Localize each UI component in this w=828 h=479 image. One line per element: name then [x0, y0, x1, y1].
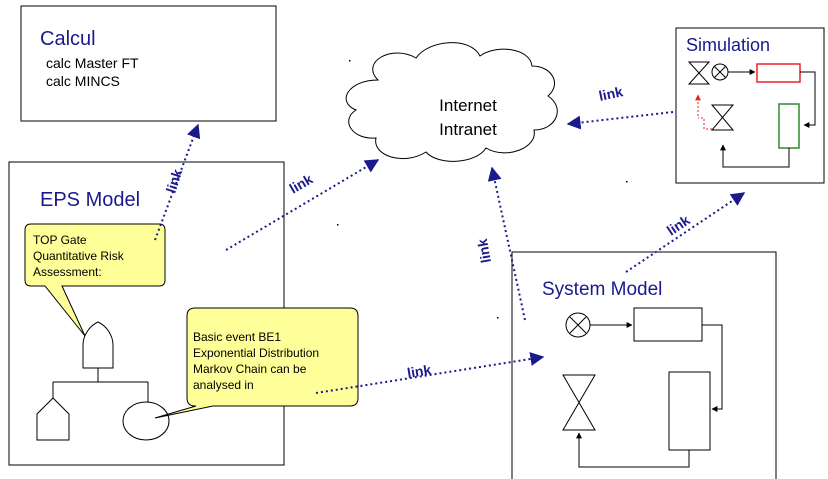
- link-arrow-basic-system: [315, 352, 545, 394]
- top-callout-line-2: Quantitative Risk: [33, 249, 125, 263]
- eps-model-title: EPS Model: [40, 189, 140, 211]
- basic-callout-line-3: Markov Chain can be: [193, 362, 307, 376]
- calcul-line-2: calc MINCS: [46, 73, 120, 89]
- system-model-title: System Model: [542, 279, 662, 300]
- top-gate-callout: [24, 223, 166, 337]
- link-arrows: [154, 111, 746, 394]
- link-arrow-simulation-cloud: [566, 111, 674, 130]
- sim-green-block: [778, 103, 800, 149]
- simulation-title: Simulation: [686, 35, 770, 55]
- basic-callout-line-1: Basic event BE1: [193, 330, 281, 344]
- transfer-gate-shape: [36, 397, 70, 441]
- sim-valve-icon: [687, 61, 711, 85]
- calcul-line-1: calc Master FT: [46, 55, 139, 71]
- link-label-basic-system: link: [406, 361, 433, 381]
- sim-red-block: [756, 63, 801, 83]
- sys-block-top: [633, 307, 703, 342]
- sys-pump-icon: [565, 312, 591, 338]
- top-callout-line-3: Assessment:: [33, 265, 102, 279]
- link-arrow-system-simulation: [625, 192, 746, 273]
- cloud-line-2: Intranet: [439, 120, 497, 139]
- eps-model-box: EPS Model TOP Gate Quantitative Risk Ass…: [8, 161, 359, 466]
- simulation-box: Simulation: [675, 27, 825, 184]
- calcul-box: Calcul calc Master FT calc MINCS: [20, 5, 277, 122]
- top-callout-line-1: TOP Gate: [33, 233, 87, 247]
- link-label-simulation-cloud: link: [597, 83, 624, 104]
- link-label-eps-calcul: link: [163, 167, 186, 195]
- cloud-line-1: Internet: [439, 96, 497, 115]
- sim-pump-icon: [711, 63, 729, 81]
- internet-cloud: Internet Intranet: [345, 42, 558, 162]
- system-model-box: System Model: [511, 251, 777, 479]
- link-label-eps-cloud: link: [287, 171, 316, 197]
- link-arrow-system-cloud: [487, 166, 526, 321]
- link-arrow-eps-calcul: [154, 123, 201, 241]
- sys-valve-icon: [562, 374, 596, 431]
- basic-event-callout: [154, 307, 359, 419]
- basic-callout-line-2: Exponential Distribution: [193, 346, 319, 360]
- top-gate-shape: [82, 321, 114, 369]
- calcul-title: Calcul: [40, 28, 96, 50]
- sim-valve-lower-icon: [710, 104, 735, 131]
- stray-dots: [337, 60, 628, 319]
- link-label-system-cloud: link: [474, 238, 494, 265]
- link-label-system-simulation: link: [664, 212, 693, 239]
- basic-callout-line-4: analysed in: [193, 378, 254, 392]
- basic-event-circle: [122, 401, 170, 441]
- sys-block-right: [668, 371, 711, 451]
